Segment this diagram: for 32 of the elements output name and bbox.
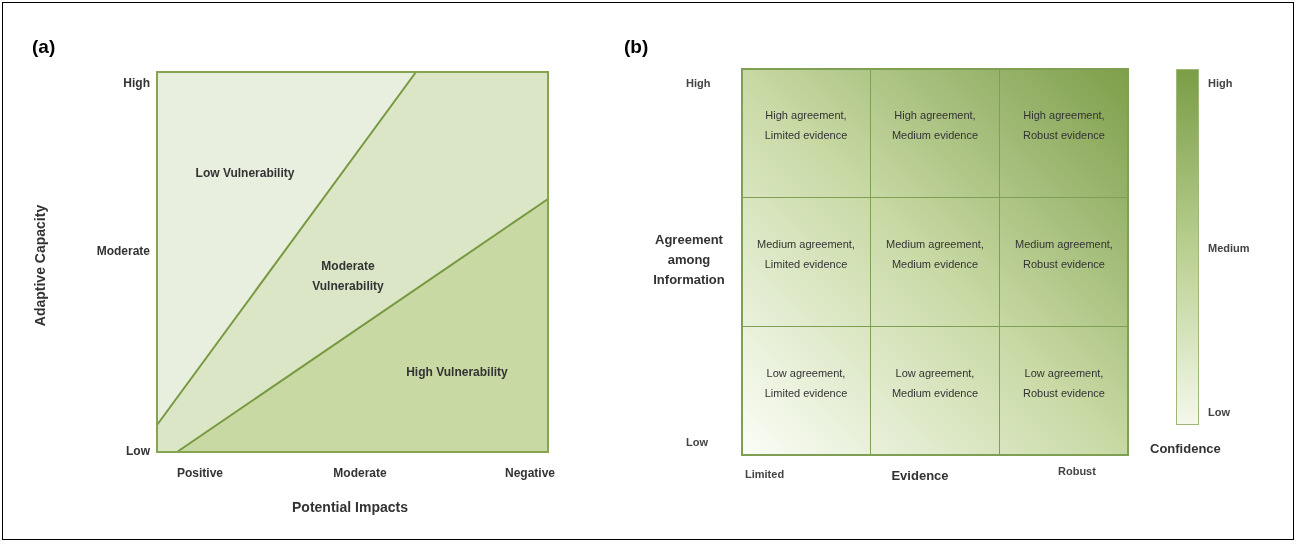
cell-text: Low agreement, Limited evidence bbox=[763, 366, 849, 401]
text-label: Potential Impacts bbox=[291, 498, 409, 517]
text-label: (a) bbox=[32, 35, 57, 59]
cell-text: Low agreement, Medium evidence bbox=[890, 366, 980, 401]
cell-text: High agreement, Limited evidence bbox=[763, 108, 849, 143]
text-label: High Vulnerability bbox=[405, 364, 509, 381]
axis-title: Adaptive Capacity bbox=[30, 203, 49, 329]
cell-text: Medium agreement, Limited evidence bbox=[756, 237, 856, 272]
text-label: Limited bbox=[745, 467, 786, 482]
text-label: High bbox=[686, 76, 712, 91]
cell-text: High agreement, Robust evidence bbox=[1022, 108, 1106, 143]
text-label: High bbox=[122, 75, 150, 92]
text-label: High bbox=[1208, 76, 1234, 91]
text-label: (b) bbox=[624, 35, 650, 59]
text-label: Low Vulnerability bbox=[194, 165, 296, 182]
cell-text: Medium agreement, Medium evidence bbox=[885, 237, 985, 272]
text-label: Confidence bbox=[1150, 440, 1222, 458]
cell-text: High agreement, Medium evidence bbox=[890, 108, 980, 143]
text-label: Low bbox=[125, 443, 150, 460]
text-label: Evidence bbox=[890, 467, 950, 485]
text-label: Robust bbox=[1058, 464, 1097, 479]
cell-text: Medium agreement, Robust evidence bbox=[1014, 237, 1114, 272]
text-label: Negative bbox=[504, 465, 556, 482]
text-label: Medium bbox=[1208, 241, 1251, 256]
text-label: Positive bbox=[176, 465, 224, 482]
text-label: Agreement among Information bbox=[652, 231, 726, 289]
text-label: Moderate bbox=[332, 465, 388, 482]
text-label: Moderate Vulnerability bbox=[311, 258, 385, 295]
cell-text: Low agreement, Robust evidence bbox=[1022, 366, 1106, 401]
text-label: Low bbox=[1208, 405, 1231, 420]
text-label: Moderate bbox=[95, 243, 150, 260]
text-label: Low bbox=[686, 435, 709, 450]
